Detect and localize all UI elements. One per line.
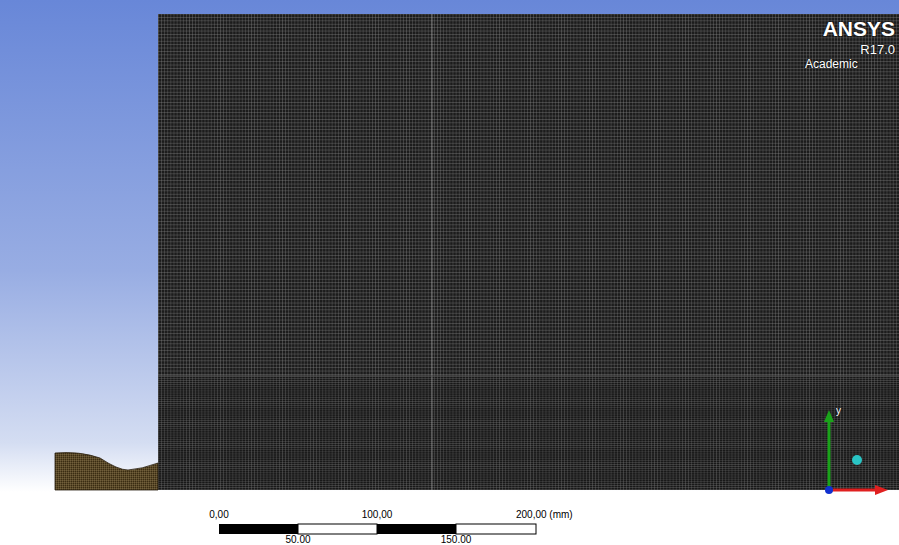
scale-value: 50.00 xyxy=(285,535,310,545)
nozzle-mesh xyxy=(55,453,158,490)
scale-value: 100,00 xyxy=(362,510,393,520)
mesh-region xyxy=(158,14,899,376)
scale-value: 0,00 xyxy=(209,510,228,520)
mesh-region xyxy=(158,376,899,490)
brand-text: ANSYS xyxy=(823,18,895,39)
scale-value: 200,00 (mm) xyxy=(516,510,573,520)
axis-label: y xyxy=(836,406,841,416)
license-text: Academic xyxy=(805,58,858,70)
scale-value: 150.00 xyxy=(441,535,472,545)
version-text: R17.0 xyxy=(860,43,895,56)
